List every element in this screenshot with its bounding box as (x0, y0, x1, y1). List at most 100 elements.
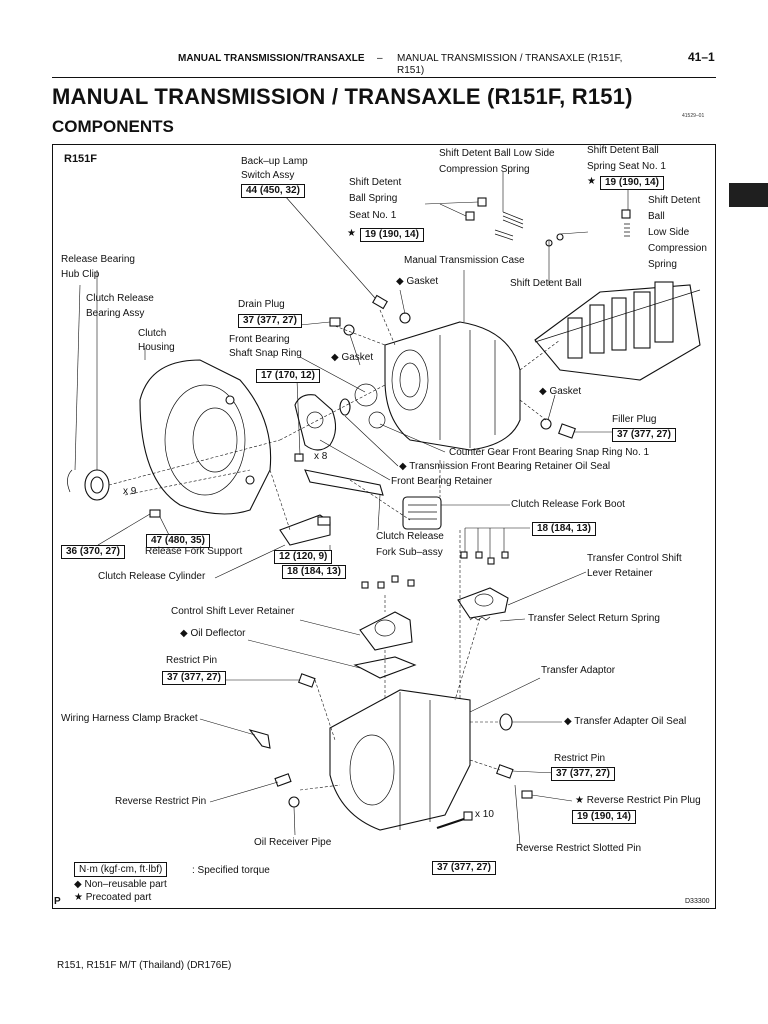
fork-boot-drawing (402, 496, 442, 530)
label-retainer-seal: ◆ Transmission Front Bearing Retainer Oi… (399, 461, 611, 472)
figure-code-bottom: D33300 (685, 898, 710, 905)
label-right-low-5: Spring (648, 259, 677, 270)
label-clutch-housing-2: Housing (138, 342, 175, 353)
label-spring-seat-2: Spring Seat No. 1 (587, 161, 666, 172)
torque-spring-seat: 19 (190, 14) (600, 176, 664, 190)
torque-filler-plug: 37 (377, 27) (612, 428, 676, 442)
label-clutch-fork-2: Fork Sub–assy (376, 547, 443, 558)
section-subtitle: COMPONENTS (52, 117, 174, 136)
label-detent-spring-1: Shift Detent (349, 177, 402, 188)
label-right-low-2: Ball (648, 211, 665, 222)
label-control-lever-retainer: Control Shift Lever Retainer (171, 606, 295, 617)
release-fork-drawing (304, 469, 384, 496)
label-gasket-1: ◆ Gasket (396, 276, 439, 287)
label-detent-spring-3: Seat No. 1 (349, 210, 397, 221)
model-label: R151F (64, 153, 98, 165)
label-reverse-restrict-pin: Reverse Restrict Pin (115, 796, 207, 807)
label-backup-lamp-2: Switch Assy (241, 170, 295, 181)
label-release-hub-2: Hub Clip (61, 269, 100, 280)
leader-lines (74, 172, 629, 846)
label-transfer-return-spring: Transfer Select Return Spring (528, 613, 660, 624)
legend-non-reusable: ◆ Non–reusable part (74, 879, 167, 890)
label-counter-snap: Counter Gear Front Bearing Snap Ring No.… (449, 447, 650, 458)
label-clutch-fork-1: Clutch Release (376, 531, 444, 542)
label-front-retainer: Front Bearing Retainer (391, 476, 493, 487)
label-x8: x 8 (314, 451, 328, 462)
label-front-snap-2: Shaft Snap Ring (229, 348, 302, 359)
torque-housing-bolt: 36 (370, 27) (61, 545, 125, 559)
front-retainer-drawing (294, 394, 351, 451)
transfer-adaptor-drawing (329, 689, 471, 831)
label-oil-deflector: ◆ Oil Deflector (180, 628, 246, 639)
label-clutch-cylinder: Clutch Release Cylinder (98, 571, 206, 582)
label-transfer-shift-2: Lever Retainer (587, 568, 653, 579)
label-manual-case: Manual Transmission Case (404, 255, 525, 266)
page-title: MANUAL TRANSMISSION / TRANSAXLE (R151F, … (52, 84, 633, 109)
torque-adaptor-bolt: 37 (377, 27) (432, 861, 496, 875)
torque-cylinder-2: 18 (184, 13) (282, 565, 346, 579)
legend-precoated: ★ Precoated part (74, 892, 152, 903)
label-low-side-spring-1: Shift Detent Ball Low Side (439, 148, 555, 159)
label-drain-plug: Drain Plug (238, 299, 285, 310)
label-shift-detent-ball: Shift Detent Ball (510, 278, 582, 289)
label-filler-plug: Filler Plug (612, 414, 657, 425)
label-right-low-3: Low Side (648, 227, 690, 238)
label-clutch-bearing-2: Bearing Assy (86, 308, 145, 319)
label-oil-receiver: Oil Receiver Pipe (254, 837, 332, 848)
torque-drain-plug: 37 (377, 27) (238, 314, 302, 328)
label-gasket-2: ◆ Gasket (331, 352, 374, 363)
label-restrict-pin-right: Restrict Pin (554, 753, 606, 764)
torque-backup-lamp: 44 (450, 32) (241, 184, 305, 198)
precoated-star-1: ★ (347, 228, 356, 239)
torque-restrict-left: 37 (377, 27) (162, 671, 226, 685)
label-spring-seat-1: Shift Detent Ball (587, 145, 659, 156)
snap-ring-drawing (354, 383, 378, 407)
control-lever-retainer-drawing (359, 611, 413, 651)
torque-fork-support: 47 (480, 35) (146, 534, 210, 548)
torque-boot-bolt: 18 (184, 13) (532, 522, 596, 536)
label-detent-spring-2: Ball Spring (349, 193, 398, 204)
label-x9: x 9 (123, 486, 137, 497)
torque-detent-seat: 19 (190, 14) (360, 228, 424, 242)
header-dash: – (377, 53, 383, 64)
small-fasteners-drawing (149, 197, 631, 830)
label-reverse-pin-plug: ★ Reverse Restrict Pin Plug (575, 795, 701, 806)
label-release-fork-support: Release Fork Support (145, 546, 243, 557)
precoated-star-2: ★ (587, 176, 596, 187)
label-adapter-oil-seal: ◆ Transfer Adapter Oil Seal (564, 716, 687, 727)
label-clutch-housing-1: Clutch (138, 328, 167, 339)
label-transfer-adaptor: Transfer Adaptor (541, 665, 616, 676)
header-rule (52, 77, 716, 78)
label-low-side-spring-2: Compression Spring (439, 164, 530, 175)
label-restrict-pin-left: Restrict Pin (166, 655, 218, 666)
label-release-hub-1: Release Bearing (61, 254, 135, 265)
gear-train-drawing (534, 281, 701, 381)
page-number: 41–1 (688, 50, 715, 64)
transmission-case-drawing (384, 321, 521, 451)
transfer-lever-retainer-drawing (457, 587, 509, 619)
corner-mark: P (54, 896, 61, 907)
release-bearing-drawing (67, 469, 110, 501)
clutch-housing-drawing (139, 359, 272, 515)
release-cylinder-drawing (279, 514, 331, 546)
header-section: MANUAL TRANSMISSION/TRANSAXLE (178, 53, 365, 64)
label-right-low-1: Shift Detent (648, 195, 701, 206)
chapter-tab-marker (729, 183, 768, 207)
label-backup-lamp-1: Back–up Lamp (241, 156, 308, 167)
label-x10: x 10 (475, 809, 494, 820)
label-gasket-3: ◆ Gasket (539, 386, 582, 397)
diagram-frame (52, 144, 716, 909)
label-clutch-bearing-1: Clutch Release (86, 293, 154, 304)
torque-cylinder-1: 12 (120, 9) (274, 550, 333, 564)
label-transfer-shift-1: Transfer Control Shift (587, 553, 682, 564)
counter-snap-ring-drawing (368, 411, 386, 429)
legend-unit-desc: : Specified torque (192, 865, 270, 876)
adapter-seal-drawing (499, 713, 513, 731)
legend-unit-box: N·m (kgf·cm, ft·lbf) (74, 862, 168, 877)
torque-retainer-bolt: 17 (170, 12) (256, 369, 320, 383)
page-footer: R151, R151F M/T (Thailand) (DR176E) (57, 960, 232, 971)
label-fork-boot: Clutch Release Fork Boot (511, 499, 625, 510)
torque-restrict-right: 37 (377, 27) (551, 767, 615, 781)
torque-reverse-plug: 19 (190, 14) (572, 810, 636, 824)
